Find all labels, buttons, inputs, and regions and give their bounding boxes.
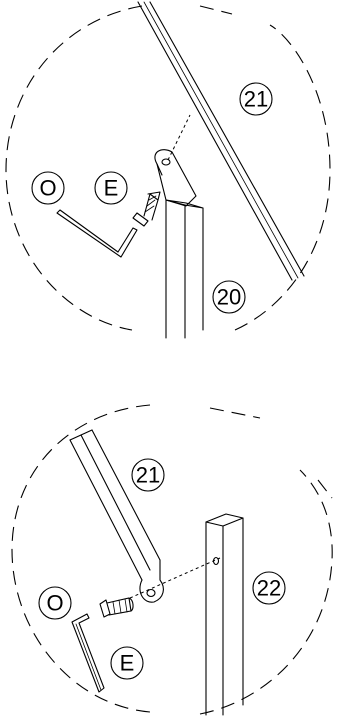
callout-e-bottom: E	[111, 647, 143, 679]
detail-circle-top	[6, 6, 142, 330]
allen-key-icon-bottom	[72, 614, 104, 692]
label-20: 20	[217, 285, 241, 310]
callout-o-bottom: O	[39, 587, 71, 619]
label-21-bottom: 21	[136, 463, 160, 488]
step-bottom: 21 22 O E	[12, 405, 332, 715]
callout-e-top: E	[95, 172, 127, 204]
label-e-bottom: E	[120, 651, 135, 676]
callout-20: 20	[213, 281, 245, 313]
allen-key-icon-top	[57, 210, 137, 257]
callout-22: 22	[253, 572, 285, 604]
bar-22	[206, 514, 243, 715]
label-21-top: 21	[244, 87, 268, 112]
bar-20	[155, 150, 203, 338]
label-o-top: O	[39, 176, 56, 201]
bracket-hole-top	[162, 159, 170, 165]
bracket-hole-bottom	[147, 590, 155, 597]
alignment-line-top	[168, 115, 190, 160]
label-e-top: E	[104, 176, 119, 201]
callout-o-top: O	[32, 172, 64, 204]
bar-21-top	[138, 2, 304, 280]
screw-icon-bottom	[100, 598, 133, 617]
label-o-bottom: O	[46, 591, 63, 616]
step-top: 21 20 O E	[6, 2, 330, 338]
bar-21-bottom	[70, 430, 163, 602]
label-22: 22	[257, 576, 281, 601]
screw-icon-top	[133, 192, 160, 226]
callout-21-bottom: 21	[132, 459, 164, 491]
callout-21-top: 21	[240, 83, 272, 115]
